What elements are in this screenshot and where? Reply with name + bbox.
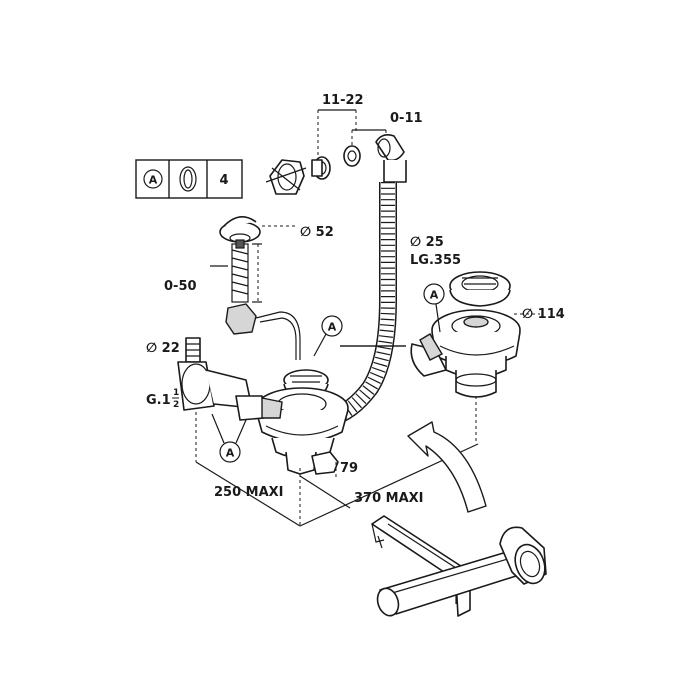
thread-fraction-numerator: 1 [173, 388, 179, 398]
overflow-thickness-label: 0-11 [390, 111, 423, 126]
hose-length-label: LG.355 [410, 253, 461, 268]
drop-height-label: 79 [340, 461, 358, 476]
strainer-diameter-label: ∅ 114 [522, 307, 565, 322]
threaded-rod [231, 239, 249, 303]
marker-a-top: A [313, 315, 343, 357]
knob-diameter-label: ∅ 52 [300, 225, 334, 240]
elbow-fitting [499, 526, 547, 585]
legend-marker-circle [143, 169, 163, 189]
overflow-dimension-lines [317, 109, 387, 162]
rod-range-label: 0-50 [164, 279, 197, 294]
right-strainer-basket [449, 271, 511, 307]
hose-diameter-label: ∅ 25 [410, 235, 444, 250]
overflow-outlet [375, 134, 407, 183]
legend-marker-letter: A [149, 174, 158, 187]
width-left-label: 250 MAXI [214, 485, 284, 500]
right-drain-body [431, 309, 521, 398]
overflow-depth-label: 11-22 [322, 93, 364, 108]
cable-housing [225, 303, 301, 360]
overflow-nut [343, 145, 361, 167]
thread-label: G.1 1 2 [146, 388, 179, 410]
width-right-label: 370 MAXI [354, 491, 424, 506]
legend-quantity: 4 [219, 173, 228, 188]
overflow-hose [327, 182, 397, 427]
thread-size-label: G.1 [146, 393, 171, 408]
seal-ring-icon [179, 166, 197, 192]
inlet-spigot [185, 337, 201, 363]
assembly-arrow-icon [407, 421, 487, 513]
overflow-screw [311, 156, 331, 180]
thread-fraction-denominator: 2 [173, 400, 179, 410]
inlet-diameter-label: ∅ 22 [146, 341, 180, 356]
svg-text:A: A [328, 321, 337, 334]
right-connector-pipe [340, 333, 447, 377]
svg-text:A: A [430, 289, 439, 302]
legend-box: A 4 [135, 159, 243, 199]
left-trap-pipe [177, 361, 283, 421]
marker-a-left: A [211, 413, 247, 463]
svg-text:A: A [226, 447, 235, 460]
marker-a-right: A [423, 283, 445, 333]
overflow-flange [265, 159, 307, 195]
control-knob [219, 216, 261, 243]
